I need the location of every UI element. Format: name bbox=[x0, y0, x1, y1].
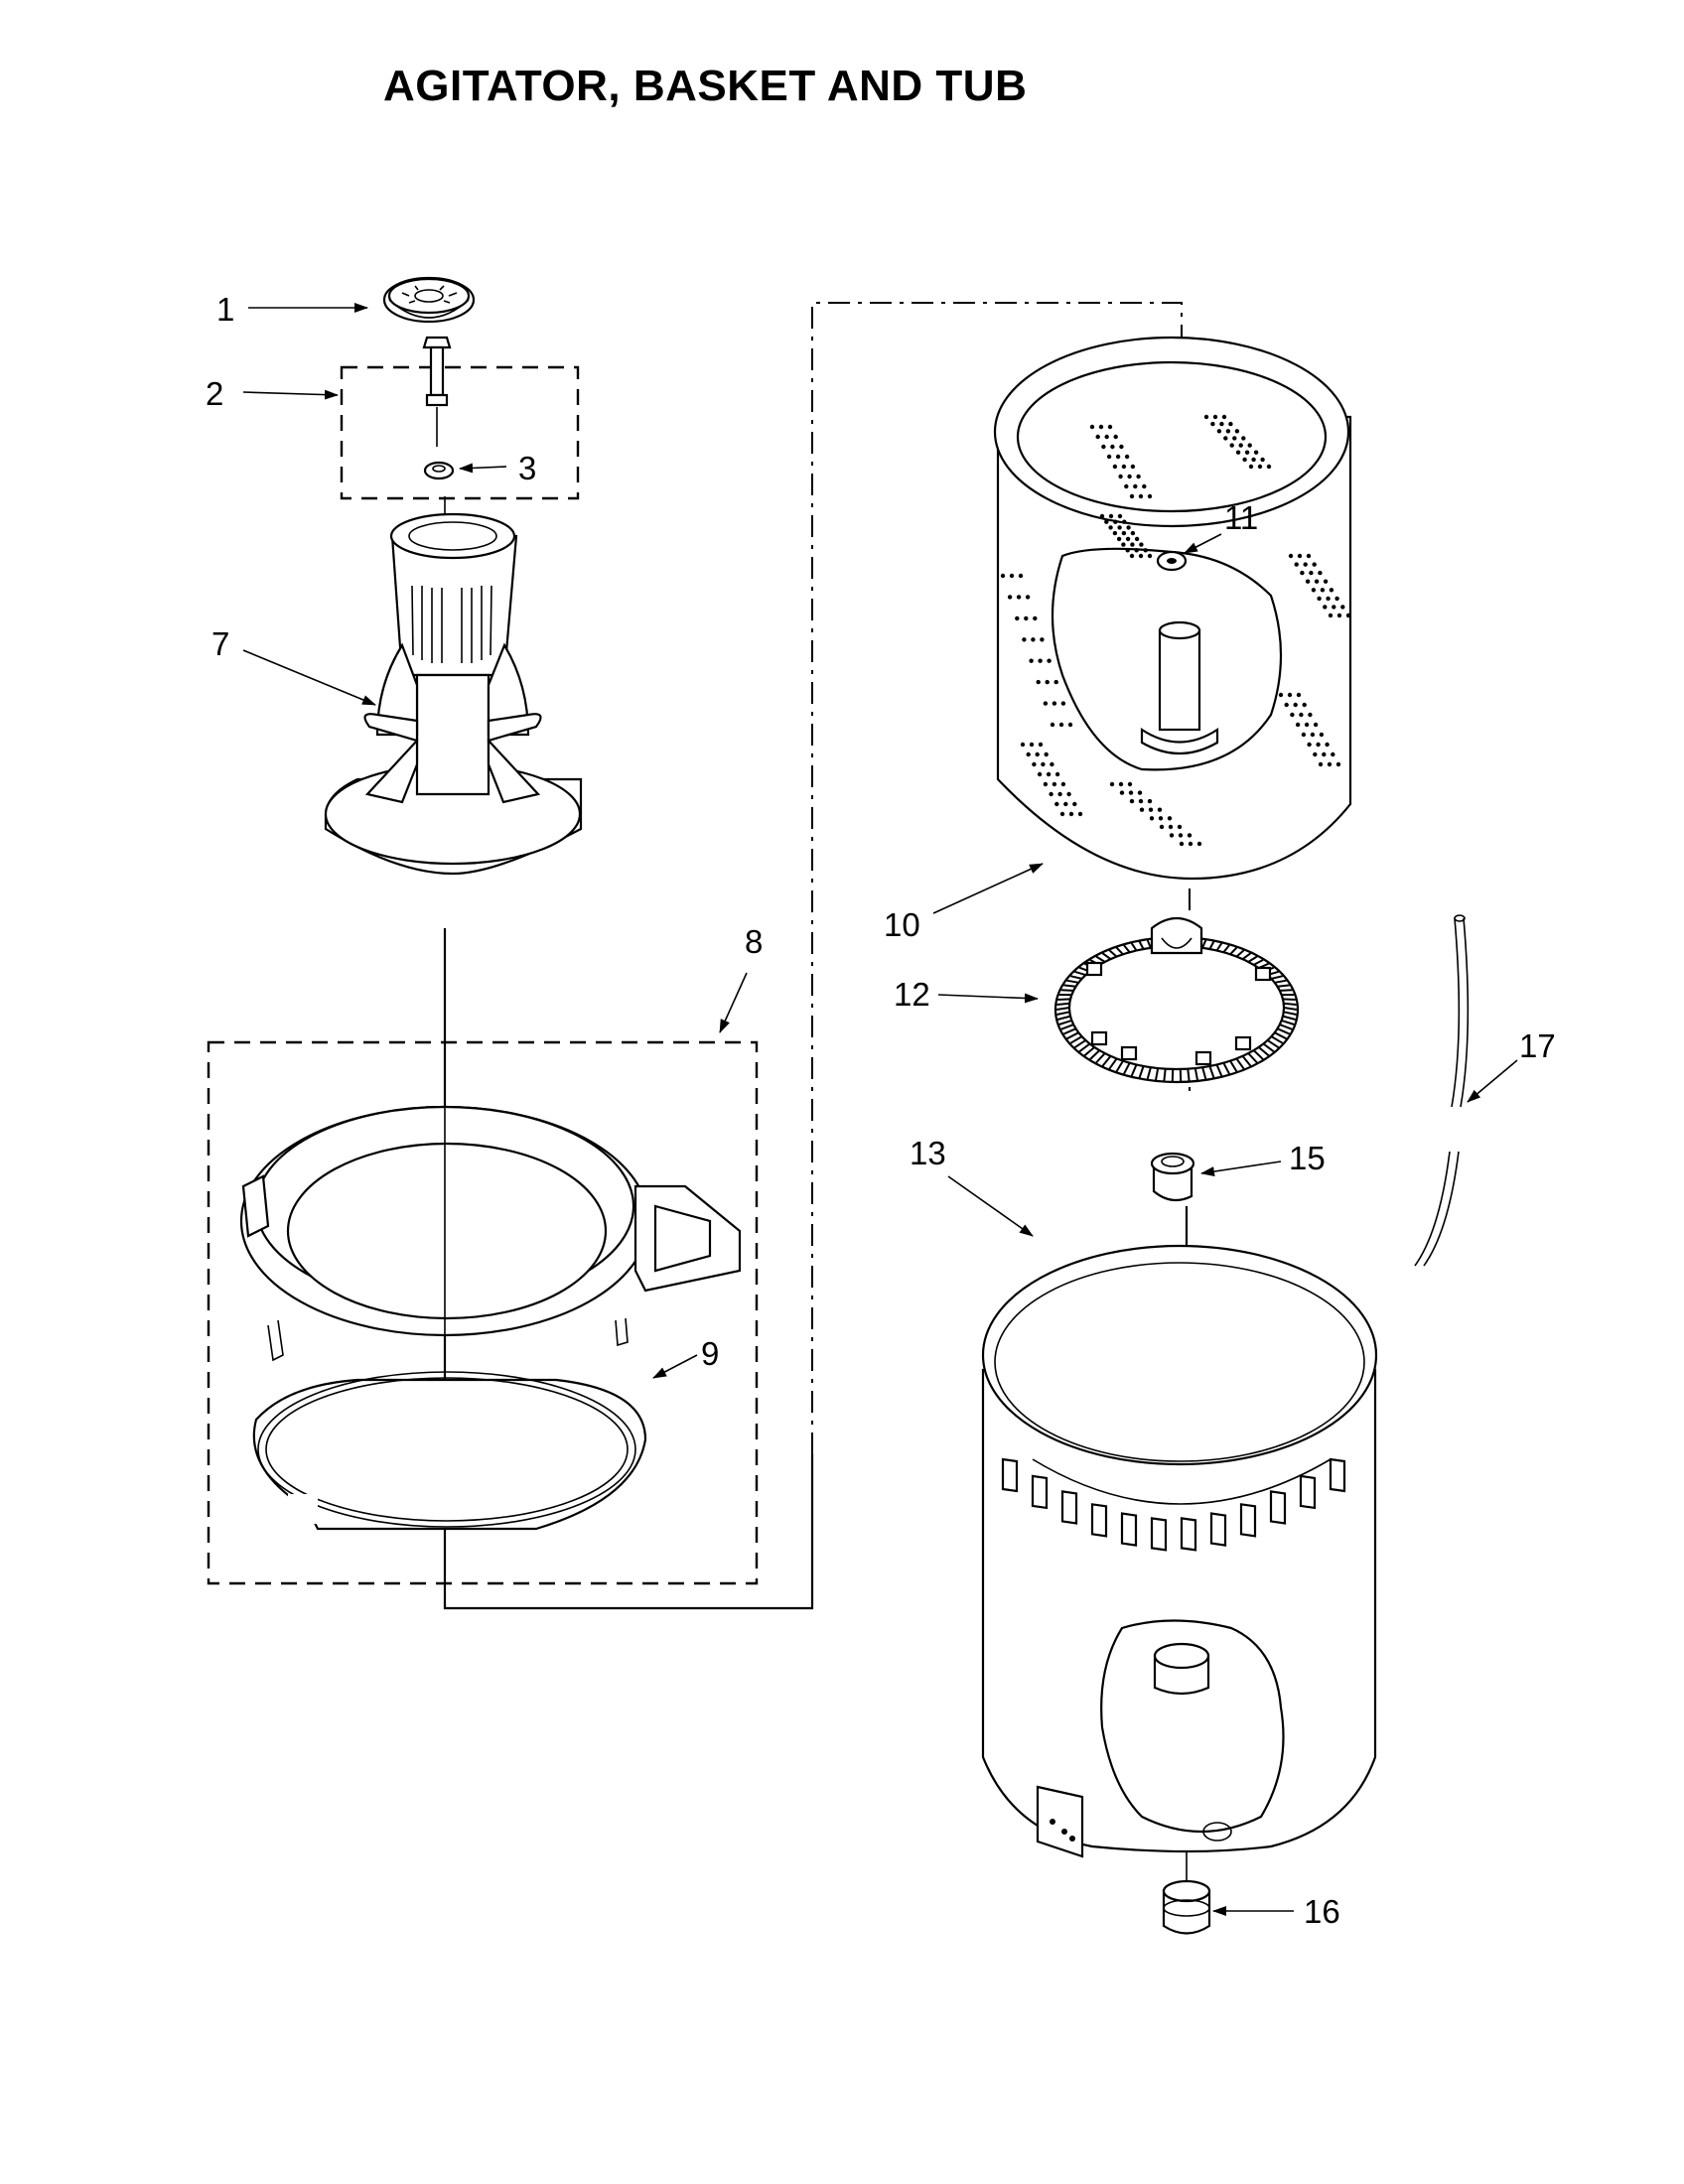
callout-13: 13 bbox=[910, 1135, 946, 1171]
callout-2: 2 bbox=[206, 375, 223, 412]
drive-block-teeth bbox=[1055, 937, 1298, 1082]
bolt-kit-icon bbox=[340, 336, 580, 500]
basket-icon bbox=[993, 336, 1352, 881]
drive-block-icon bbox=[1053, 916, 1300, 1084]
drain-fitting-icon bbox=[1162, 1879, 1211, 1935]
basket-holes bbox=[1000, 414, 1351, 847]
agitator-icon bbox=[324, 512, 583, 876]
washer-icon bbox=[423, 461, 455, 480]
hub-icon bbox=[1150, 1152, 1195, 1202]
tub-slots bbox=[1001, 1457, 1346, 1552]
callout-17: 17 bbox=[1519, 1027, 1556, 1064]
leader-arrows bbox=[242, 303, 1518, 1916]
callout-9: 9 bbox=[701, 1335, 719, 1372]
callout-3: 3 bbox=[518, 450, 536, 486]
callout-1: 1 bbox=[216, 291, 234, 328]
part-8-group-box bbox=[207, 1040, 759, 1585]
callout-16: 16 bbox=[1304, 1893, 1340, 1930]
callout-10: 10 bbox=[884, 906, 920, 943]
hose-icon bbox=[1414, 914, 1470, 1267]
nut-icon bbox=[1156, 550, 1188, 572]
callout-labels: 1 2 3 7 8 9 10 11 12 13 15 16 17 bbox=[206, 291, 1556, 1930]
tub-icon bbox=[981, 1244, 1378, 1858]
callout-15: 15 bbox=[1289, 1140, 1326, 1176]
seal-ring-icon bbox=[252, 1371, 647, 1531]
tub-ring-assembly-icon bbox=[239, 928, 742, 1416]
callout-11: 11 bbox=[1224, 499, 1258, 536]
callout-8: 8 bbox=[745, 923, 763, 960]
page-title: AGITATOR, BASKET AND TUB bbox=[383, 62, 1028, 110]
callout-7: 7 bbox=[211, 625, 229, 662]
agitator-cap-icon bbox=[382, 276, 476, 324]
callout-12: 12 bbox=[894, 976, 930, 1013]
